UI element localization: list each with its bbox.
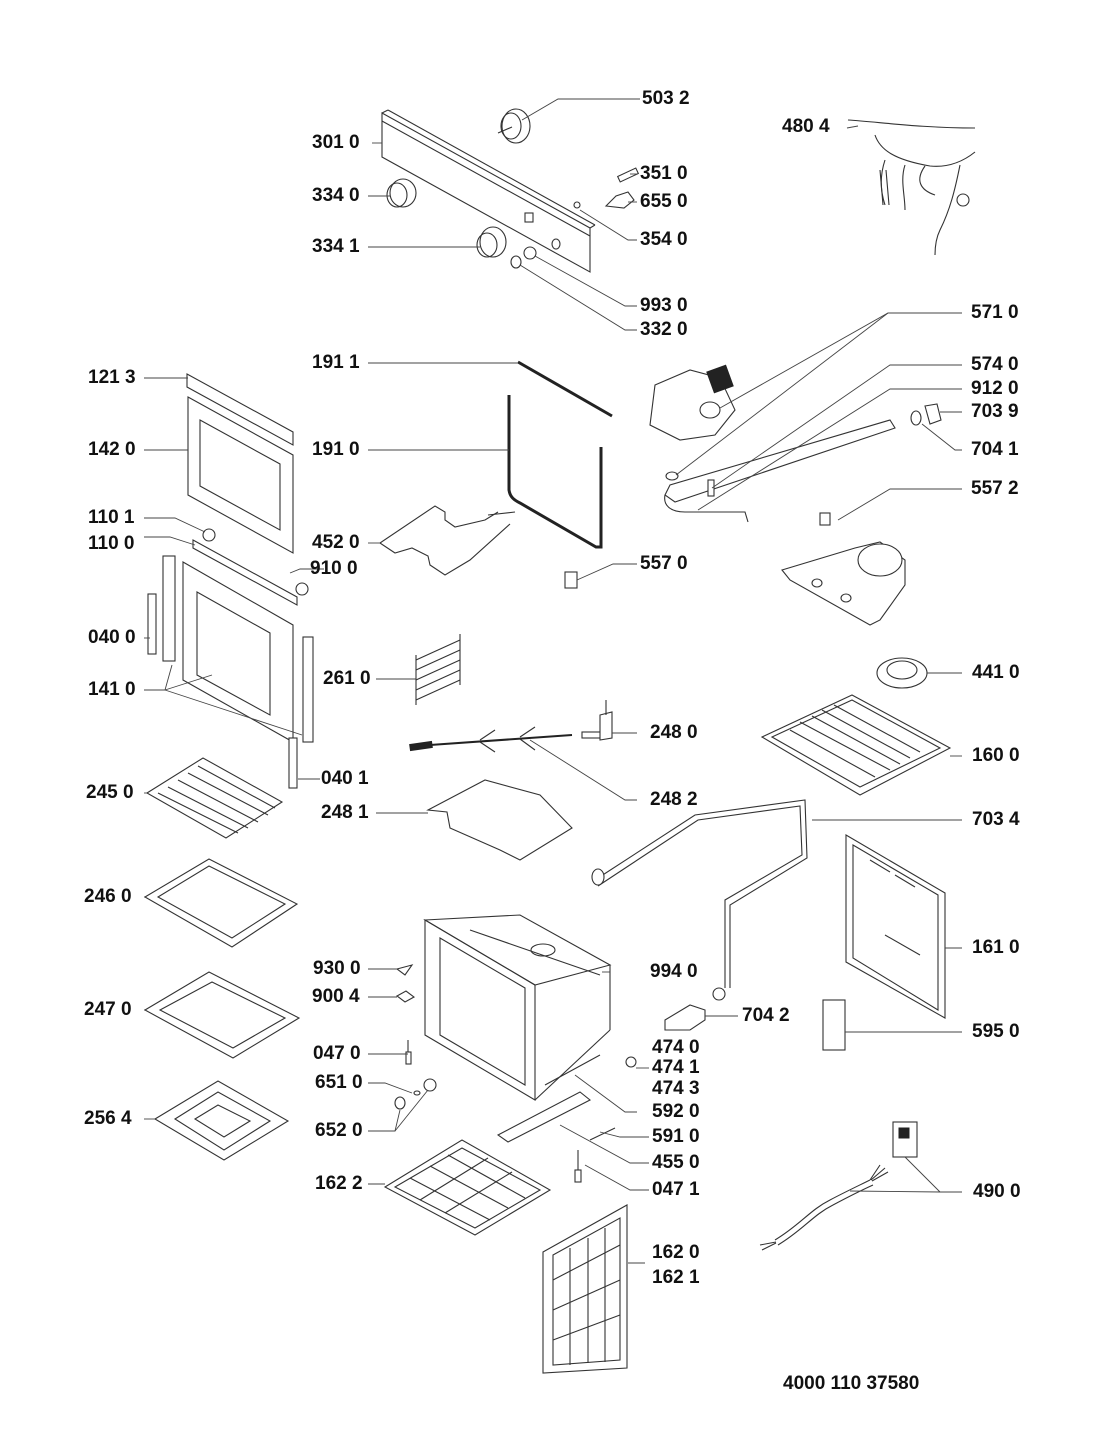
part-label-334-1[interactable]: 334 1 (312, 236, 360, 257)
part-label-592-0[interactable]: 592 0 (652, 1101, 700, 1122)
part-label-591-0[interactable]: 591 0 (652, 1126, 700, 1147)
part-label-930-0[interactable]: 930 0 (313, 958, 361, 979)
part-label-191-0[interactable]: 191 0 (312, 439, 360, 460)
part-label-162-1[interactable]: 162 1 (652, 1267, 700, 1288)
part-label-141-0[interactable]: 141 0 (88, 679, 136, 700)
part-label-160-0[interactable]: 160 0 (972, 745, 1020, 766)
side-rack-drawing (415, 634, 461, 705)
part-label-261-0[interactable]: 261 0 (323, 668, 371, 689)
side-grid-panel-drawing (542, 1204, 628, 1374)
part-label-351-0[interactable]: 351 0 (640, 163, 688, 184)
part-label-332-0[interactable]: 332 0 (640, 319, 688, 340)
baking-tray-drawing (143, 858, 299, 948)
part-label-047-0[interactable]: 047 0 (313, 1043, 361, 1064)
control-panel-drawing (381, 109, 596, 273)
part-label-480-4[interactable]: 480 4 (782, 116, 830, 137)
part-label-047-1[interactable]: 047 1 (652, 1179, 700, 1200)
oven-cavity-drawing (423, 914, 612, 1101)
oven-door-drawing (147, 373, 314, 789)
part-label-110-0[interactable]: 110 0 (88, 533, 135, 554)
leader-lines (144, 98, 962, 1264)
cavity-small-parts-drawing (394, 964, 706, 1183)
door-gasket-drawing (507, 360, 613, 549)
part-label-571-0[interactable]: 571 0 (971, 302, 1019, 323)
timer-drawing (497, 108, 531, 144)
part-label-354-0[interactable]: 354 0 (640, 229, 688, 250)
part-label-248-2[interactable]: 248 2 (650, 789, 698, 810)
part-label-256-4[interactable]: 256 4 (84, 1108, 132, 1129)
part-label-161-0[interactable]: 161 0 (972, 937, 1020, 958)
deep-pan-drawing (153, 1080, 290, 1161)
part-label-655-0[interactable]: 655 0 (640, 191, 688, 212)
spit-frame-drawing (426, 779, 573, 861)
part-label-246-0[interactable]: 246 0 (84, 886, 132, 907)
part-label-993-0[interactable]: 993 0 (640, 295, 688, 316)
burner-cap-drawing (876, 657, 928, 689)
part-label-162-2[interactable]: 162 2 (315, 1173, 363, 1194)
part-label-040-1[interactable]: 040 1 (321, 768, 369, 789)
wiring-harness-drawing (847, 119, 976, 256)
bottom-grid-panel-drawing (383, 1139, 552, 1236)
part-label-912-0[interactable]: 912 0 (971, 378, 1019, 399)
part-label-595-0[interactable]: 595 0 (972, 1021, 1020, 1042)
part-label-704-1[interactable]: 704 1 (971, 439, 1019, 460)
gas-pipe-drawing (591, 799, 808, 1001)
part-label-703-9[interactable]: 703 9 (971, 401, 1019, 422)
part-label-910-0[interactable]: 910 0 (310, 558, 358, 579)
part-label-248-1[interactable]: 248 1 (321, 802, 369, 823)
wire-shelf-drawing (145, 757, 284, 839)
electrode-drawing (564, 571, 578, 589)
part-label-441-0[interactable]: 441 0 (972, 662, 1020, 683)
part-label-474-1[interactable]: 474 1 (652, 1057, 700, 1078)
part-label-474-3[interactable]: 474 3 (652, 1078, 700, 1099)
power-cable-drawing (759, 1121, 918, 1251)
part-label-704-2[interactable]: 704 2 (742, 1005, 790, 1026)
part-label-994-0[interactable]: 994 0 (650, 961, 698, 982)
part-label-557-0[interactable]: 557 0 (640, 553, 688, 574)
part-label-040-0[interactable]: 040 0 (88, 627, 136, 648)
part-label-574-0[interactable]: 574 0 (971, 354, 1019, 375)
document-number: 4000 110 37580 (783, 1373, 920, 1394)
bottom-plate-drawing (760, 694, 952, 796)
part-label-651-0[interactable]: 651 0 (315, 1072, 363, 1093)
part-label-334-0[interactable]: 334 0 (312, 185, 360, 206)
part-label-110-1[interactable]: 110 1 (88, 507, 135, 528)
gas-valve-drawing (649, 364, 736, 441)
part-label-191-1[interactable]: 191 1 (312, 352, 360, 373)
part-label-301-0[interactable]: 301 0 (312, 132, 360, 153)
part-label-121-3[interactable]: 121 3 (88, 367, 136, 388)
knobs-drawing (386, 178, 581, 269)
drip-pan-drawing (143, 971, 301, 1059)
part-label-503-2[interactable]: 503 2 (642, 88, 690, 109)
part-label-245-0[interactable]: 245 0 (86, 782, 134, 803)
terminal-block-drawing (822, 999, 846, 1051)
part-label-474-0[interactable]: 474 0 (652, 1037, 700, 1058)
part-label-652-0[interactable]: 652 0 (315, 1120, 363, 1141)
burner-pipe-drawing (664, 403, 942, 526)
lamp-switch-drawing (604, 167, 640, 209)
part-label-455-0[interactable]: 455 0 (652, 1152, 700, 1173)
part-label-162-0[interactable]: 162 0 (652, 1242, 700, 1263)
part-label-452-0[interactable]: 452 0 (312, 532, 360, 553)
part-label-900-4[interactable]: 900 4 (312, 986, 360, 1007)
part-label-248-0[interactable]: 248 0 (650, 722, 698, 743)
rear-panel-drawing (845, 834, 946, 1019)
burner-cover-drawing (781, 541, 906, 626)
part-label-557-2[interactable]: 557 2 (971, 478, 1019, 499)
part-label-247-0[interactable]: 247 0 (84, 999, 132, 1020)
rotisserie-drawing (409, 700, 613, 753)
part-label-490-0[interactable]: 490 0 (973, 1181, 1021, 1202)
part-label-142-0[interactable]: 142 0 (88, 439, 136, 460)
part-label-703-4[interactable]: 703 4 (972, 809, 1020, 830)
grill-element-drawing (379, 505, 516, 576)
